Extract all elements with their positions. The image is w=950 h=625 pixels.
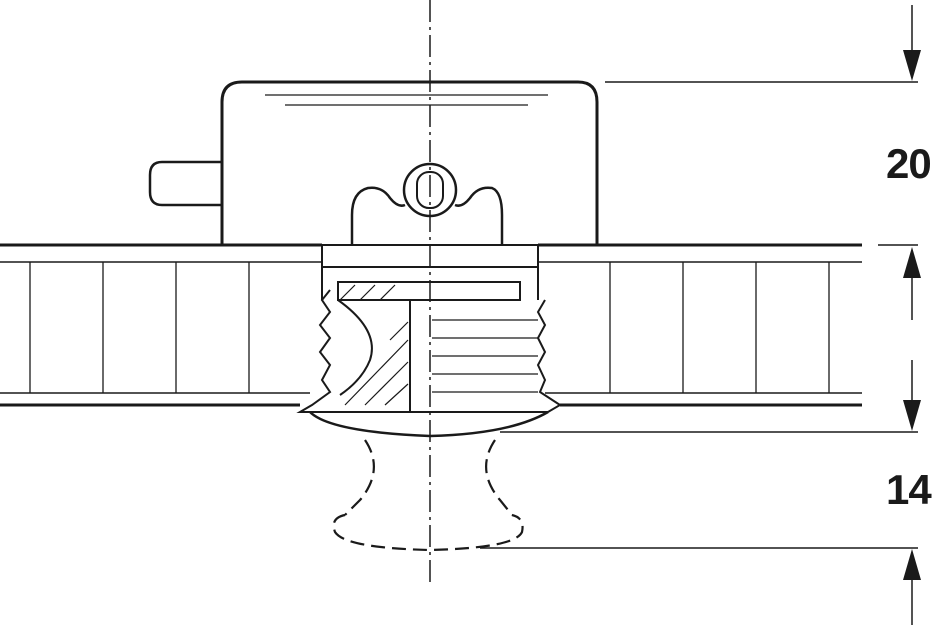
dimension-lines <box>480 5 918 625</box>
dimension-arrows <box>903 50 921 580</box>
knob-outline-dashed <box>332 439 524 552</box>
arrow-up-icon <box>903 247 921 278</box>
dimension-label-upper: 20 <box>886 140 932 187</box>
housing <box>148 80 599 245</box>
cam-insert <box>296 244 562 438</box>
arrow-down-icon <box>903 400 921 431</box>
panel <box>0 243 862 407</box>
arrow-up-icon <box>903 549 921 580</box>
arrow-down-icon <box>903 50 921 81</box>
dimension-label-lower: 14 <box>886 466 932 513</box>
